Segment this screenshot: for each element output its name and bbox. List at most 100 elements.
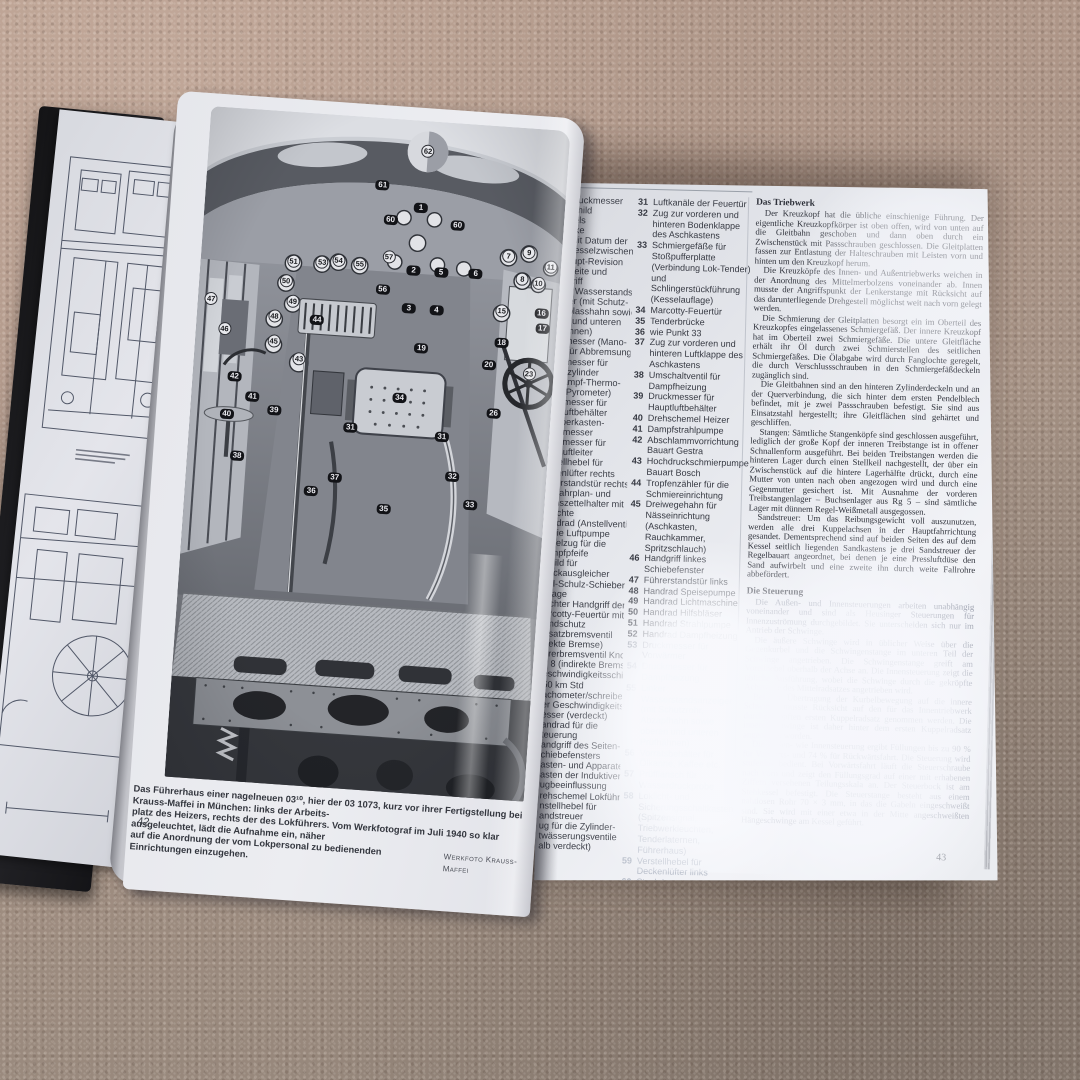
cab-photo-art [164, 106, 571, 802]
photo-marker-7: 7 [501, 249, 516, 263]
article-paragraph: Der Kreuzkopf hat die übliche einschieni… [754, 207, 984, 268]
legend-item-number: 46 [629, 552, 640, 564]
photo-marker-38: 38 [229, 450, 245, 462]
legend-item-number: 54 [626, 660, 637, 671]
photo-marker-55: 55 [352, 256, 367, 271]
photo-marker-51: 51 [286, 254, 301, 269]
legend-item: 56 Vorratsbehälter für Ölkanne, Kaffee et… [624, 747, 740, 771]
photo-marker-11: 11 [543, 260, 558, 274]
page-number-left: 42 [136, 815, 150, 829]
legend-item-number: 47 [628, 574, 640, 585]
legend-item-number: 51 [627, 617, 638, 628]
photo-marker-3: 3 [401, 302, 417, 314]
photo-marker-60: 60 [383, 213, 398, 225]
photo-marker-1: 1 [413, 201, 429, 213]
article-paragraph: Die Kreuzköpfe des Innen- und Außentrieb… [753, 264, 983, 314]
photo-marker-32: 32 [444, 471, 460, 483]
legend-item-number: 45 [630, 498, 641, 510]
legend-item-text: Linker Wasserstandsanzeiger (mit Schutzr… [639, 682, 733, 748]
photo-marker-47: 47 [204, 291, 219, 306]
photo-marker-34: 34 [392, 392, 407, 404]
photo-marker-37: 37 [327, 472, 343, 484]
legend-item-number: 42 [632, 434, 643, 445]
photo-marker-40: 40 [219, 408, 235, 420]
article-paragraph: Sandstreuer: Um das Reibungsgewicht voll… [746, 511, 977, 580]
legend-item-number: 34 [635, 304, 646, 315]
legend-item: 54 Druckmesser für Dampfheizung [626, 661, 742, 685]
photo-marker-31: 31 [343, 421, 358, 433]
legend-item-text: Abschlammvorrichtung Bauart Gestra [646, 434, 739, 457]
legend-item-text: Tropfenzähler für die Schmiereinrichtung [645, 477, 730, 501]
legend-item-text: Zug zur vorderen und hinteren Luftklappe… [649, 337, 744, 371]
legend-item-number: 31 [637, 196, 649, 207]
legend-item-number: 62 [620, 919, 631, 931]
photo-marker-19: 19 [414, 343, 429, 355]
legend-item-number: 41 [632, 423, 643, 434]
page-number-right: 43 [936, 852, 947, 864]
photo-marker-9: 9 [522, 245, 537, 260]
legend-item-number: 38 [633, 369, 645, 380]
photo-marker-15: 15 [494, 303, 509, 318]
legend-item-text: Druckmesser für Vorwärmer [641, 639, 709, 662]
article-paragraph: Die Außen- wie Innensteuerung ergibt Fül… [740, 738, 971, 828]
legend-item-number: 39 [633, 390, 644, 402]
photo-credit: Werkfoto Krauss-Maffei [442, 852, 518, 875]
legend-item-text: Zug zur vorderen und hinteren Bodenklapp… [652, 207, 741, 242]
legend-item-text: Prüfflansch für Wasserdruckprobe [638, 769, 715, 792]
photo-marker-42: 42 [227, 370, 242, 382]
photo-marker-62: 62 [421, 144, 435, 159]
legend-item-text: Vorratsbehälter für Ölkanne, Kaffee etc. [639, 747, 721, 771]
legend-item-number: 40 [632, 412, 643, 423]
photo-marker-46: 46 [217, 321, 232, 336]
legend-item-number: 59 [621, 855, 633, 866]
article-paragraph: Stangen: Sämtliche Stangenköpfe sind ges… [748, 426, 979, 517]
legend-item-number: 48 [628, 585, 639, 596]
legend-item-number: 58 [623, 790, 634, 801]
legend-item-number: 61 [621, 887, 632, 898]
legend-item-text: Hochdruckschmierpumpe Bauart Bosch [646, 456, 749, 479]
photo-marker-4: 4 [429, 304, 444, 316]
photo-marker-61: 61 [375, 180, 391, 192]
photo-marker-39: 39 [266, 404, 282, 416]
legend-item: 37 Zug zur vorderen und hinteren Luftklap… [634, 337, 751, 372]
legend-item-number: 36 [634, 326, 646, 337]
photo-marker-33: 33 [462, 499, 478, 511]
legend-item-text: Dreiwegehahn für Nässeinrichtung (Aschka… [644, 499, 717, 554]
article-paragraph: Die äußere Schwinge wird in üblicher Wei… [744, 634, 974, 696]
photo-marker-10: 10 [531, 276, 546, 291]
legend-item-number: 35 [635, 315, 646, 326]
photo-marker-43: 43 [292, 352, 306, 367]
legend-item-number: 56 [624, 747, 635, 758]
photo-marker-49: 49 [285, 294, 300, 309]
legend-item-number: 49 [628, 595, 639, 607]
article-paragraph: Die Außen- und Innensteuerungen arbeiten… [745, 596, 975, 637]
legend-item-number: 55 [626, 682, 637, 693]
photo-marker-56: 56 [375, 284, 390, 295]
photo-marker-17: 17 [535, 323, 550, 335]
photo-marker-26: 26 [486, 407, 501, 419]
legend-item-number: 37 [634, 336, 645, 348]
legend-item-number: 60 [621, 876, 632, 887]
legend-item-number: 50 [627, 606, 639, 618]
legend-item-text: Linke und rechte Rüttelhebel für Kessel-… [635, 887, 728, 921]
legend-item-text: Druckmesser für Dampfheizung [641, 661, 708, 684]
photo-marker-16: 16 [534, 308, 549, 320]
legend-item-text: Druckmesser für Hauptluftbehälter [647, 391, 717, 414]
legend-item-text: Deckenlampe [635, 920, 691, 932]
legend-item-number: 44 [631, 477, 642, 488]
photo-marker-35: 35 [376, 503, 391, 515]
